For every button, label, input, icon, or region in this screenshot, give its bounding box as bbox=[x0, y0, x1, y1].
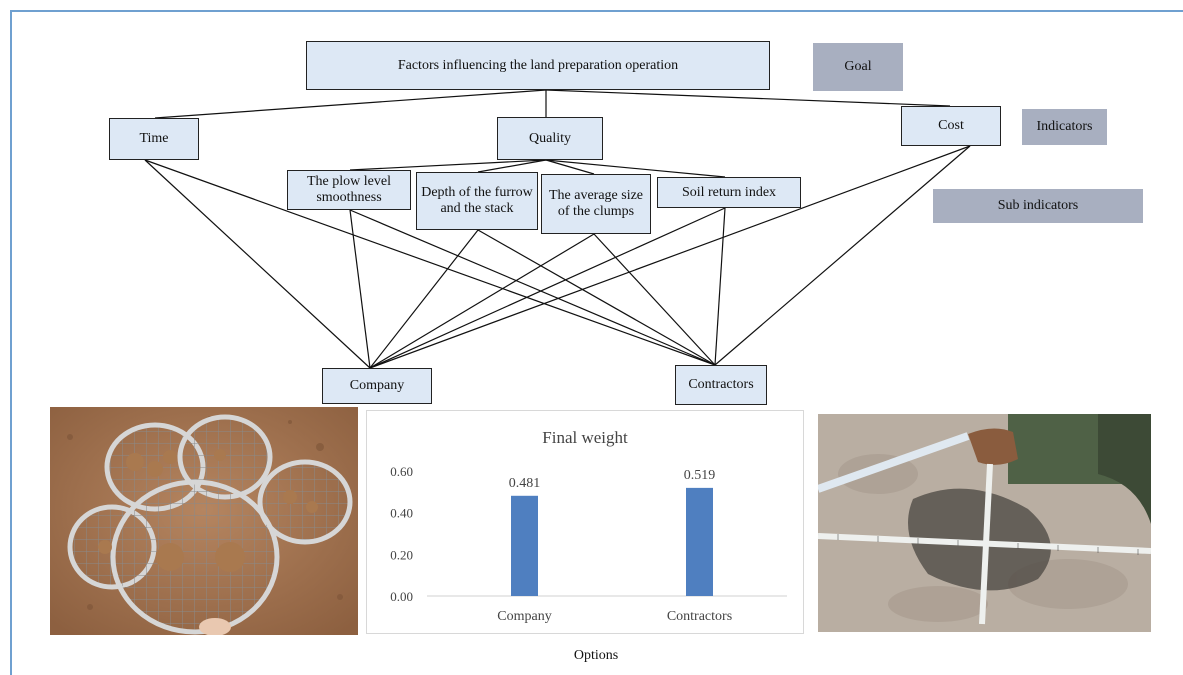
legend-goal-label: Goal bbox=[844, 59, 872, 74]
sub-indicator-soil-return-label: Soil return index bbox=[681, 184, 777, 200]
photo-measuring-tape bbox=[818, 414, 1151, 632]
y-tick-label: 0.60 bbox=[390, 464, 413, 479]
chart-title: Final weight bbox=[542, 428, 628, 447]
bar-contractors bbox=[686, 487, 713, 596]
option-node-contractors: Contractors bbox=[675, 365, 767, 405]
y-tick-label: 0.00 bbox=[390, 589, 413, 604]
measuring-tape-image bbox=[818, 414, 1151, 632]
goal-node: Factors influencing the land preparation… bbox=[306, 41, 770, 90]
legend-indicators: Indicators bbox=[1022, 109, 1107, 145]
chart-x-axis-label: Options bbox=[573, 648, 619, 663]
indicator-time-label: Time bbox=[139, 131, 169, 146]
photo-soil-sieves bbox=[50, 407, 358, 635]
soil-sieves-image bbox=[50, 407, 358, 635]
y-tick-label: 0.20 bbox=[390, 547, 413, 562]
goal-node-label: Factors influencing the land preparation… bbox=[397, 57, 679, 73]
sub-indicator-node-furrow-depth: Depth of the furrow and the stack bbox=[416, 172, 538, 230]
sub-indicator-node-soil-return: Soil return index bbox=[657, 177, 801, 208]
chart-plot: Final weight 0.60 0.40 0.20 0.00 0.481Compan… bbox=[390, 428, 787, 624]
sub-indicator-node-plow-smoothness: The plow level smoothness bbox=[287, 170, 411, 210]
sub-indicator-node-clump-size: The average size of the clumps bbox=[541, 174, 651, 234]
data-label-company: 0.481 bbox=[509, 476, 541, 491]
category-label-contractors: Contractors bbox=[667, 609, 732, 624]
sub-indicator-plow-smoothness-label: The plow level smoothness bbox=[307, 174, 391, 205]
indicator-node-cost: Cost bbox=[901, 106, 1001, 146]
indicator-quality-label: Quality bbox=[529, 130, 571, 146]
bar-company bbox=[511, 495, 538, 596]
legend-indicators-label: Indicators bbox=[1036, 119, 1093, 134]
sub-indicator-furrow-depth-label: Depth of the furrow and the stack bbox=[421, 185, 533, 216]
legend-goal: Goal bbox=[813, 43, 903, 91]
figure-frame bbox=[10, 10, 1183, 675]
y-tick-label: 0.40 bbox=[390, 506, 413, 521]
legend-sub-indicators-label: Sub indicators bbox=[997, 198, 1079, 213]
option-node-company: Company bbox=[322, 368, 432, 404]
indicator-node-quality: Quality bbox=[497, 117, 603, 160]
option-company-label: Company bbox=[349, 378, 405, 393]
sub-indicator-clump-size-label: The average size of the clumps bbox=[548, 188, 644, 219]
indicator-cost-label: Cost bbox=[938, 118, 964, 133]
legend-sub-indicators: Sub indicators bbox=[933, 189, 1143, 223]
option-contractors-label: Contractors bbox=[688, 377, 754, 392]
category-label-company: Company bbox=[497, 609, 551, 624]
indicator-node-time: Time bbox=[109, 118, 199, 160]
data-label-contractors: 0.519 bbox=[684, 468, 716, 483]
